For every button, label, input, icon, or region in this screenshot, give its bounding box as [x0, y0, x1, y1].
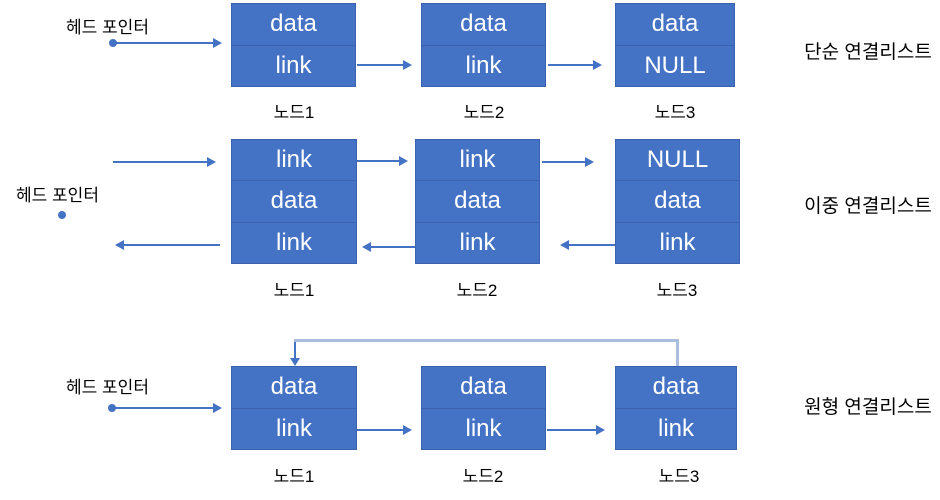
arrow-head-icon: [362, 242, 371, 252]
node-label: 노드3: [656, 281, 698, 300]
node-box: data NULL: [615, 3, 735, 87]
arrow-head-icon: [593, 60, 602, 70]
arrow-head-icon: [207, 157, 216, 167]
node-cell: link: [422, 407, 545, 450]
node-box: data link: [231, 366, 357, 450]
prev-pointer-arrow: [569, 244, 615, 246]
head-pointer-arrow: [113, 42, 213, 44]
head-pointer-label: 헤드 포인터: [16, 186, 99, 205]
next-pointer-arrow: [357, 64, 403, 66]
arrow-head-icon: [399, 156, 408, 166]
node-cell: link: [232, 407, 356, 450]
node-box: data link: [615, 366, 737, 450]
next-pointer-arrow: [357, 429, 403, 431]
arrow-head-icon: [213, 38, 222, 48]
head-pointer-arrow: [113, 161, 207, 163]
node-box: link data link: [415, 139, 540, 264]
head-pointer-dot-icon: [58, 211, 66, 219]
loop-back-line: [676, 342, 679, 366]
list-type-title: 원형 연결리스트: [804, 397, 932, 418]
node-label: 노드3: [658, 467, 700, 486]
node-box: data link: [421, 3, 546, 87]
loop-back-line: [294, 339, 679, 342]
node-label: 노드3: [654, 103, 696, 122]
node-label: 노드2: [456, 281, 498, 300]
node-cell: NULL: [646, 146, 709, 174]
node-box: data link: [421, 366, 546, 450]
node-cell: link: [275, 146, 312, 174]
node-label: 노드2: [463, 103, 505, 122]
node-cell: data: [652, 373, 700, 401]
node-cell: data: [460, 10, 507, 38]
next-pointer-arrow: [548, 64, 593, 66]
node-cell: data: [616, 180, 739, 221]
next-pointer-arrow: [357, 160, 399, 162]
arrow-head-icon: [596, 425, 605, 435]
node-cell: link: [459, 146, 496, 174]
prev-pointer-arrow: [124, 244, 220, 246]
node-cell: link: [232, 221, 356, 263]
loop-arrow: [294, 342, 296, 358]
node-box: data link: [231, 3, 356, 87]
node-label: 노드2: [462, 467, 504, 486]
node-cell: link: [232, 44, 355, 87]
node-cell: link: [616, 221, 739, 263]
node-cell: data: [232, 180, 356, 221]
node-cell: data: [460, 373, 507, 401]
list-type-title: 단순 연결리스트: [804, 42, 932, 63]
next-pointer-arrow: [542, 161, 585, 163]
node-label: 노드1: [273, 281, 315, 300]
arrow-head-icon: [585, 157, 594, 167]
arrow-head-icon: [213, 403, 222, 413]
node-cell: link: [416, 221, 539, 263]
head-pointer-label: 헤드 포인터: [66, 378, 149, 397]
list-type-title: 이중 연결리스트: [804, 196, 932, 217]
arrow-head-icon: [560, 240, 569, 250]
node-cell: link: [422, 44, 545, 87]
arrow-head-icon: [290, 358, 300, 366]
arrow-head-icon: [403, 425, 412, 435]
prev-pointer-arrow: [371, 246, 415, 248]
node-cell: data: [416, 180, 539, 221]
arrow-head-icon: [403, 60, 412, 70]
node-box: NULL data link: [615, 139, 740, 264]
node-label: 노드1: [273, 467, 315, 486]
node-cell: link: [616, 407, 736, 450]
node-label: 노드1: [273, 103, 315, 122]
node-cell: data: [270, 373, 318, 401]
node-cell: data: [270, 10, 317, 38]
node-cell: data: [651, 10, 699, 38]
node-box: link data link: [231, 139, 357, 264]
next-pointer-arrow: [547, 429, 596, 431]
node-cell: NULL: [616, 44, 734, 87]
head-pointer-label: 헤드 포인터: [66, 18, 149, 37]
head-pointer-arrow: [112, 407, 213, 409]
arrow-head-icon: [115, 240, 124, 250]
